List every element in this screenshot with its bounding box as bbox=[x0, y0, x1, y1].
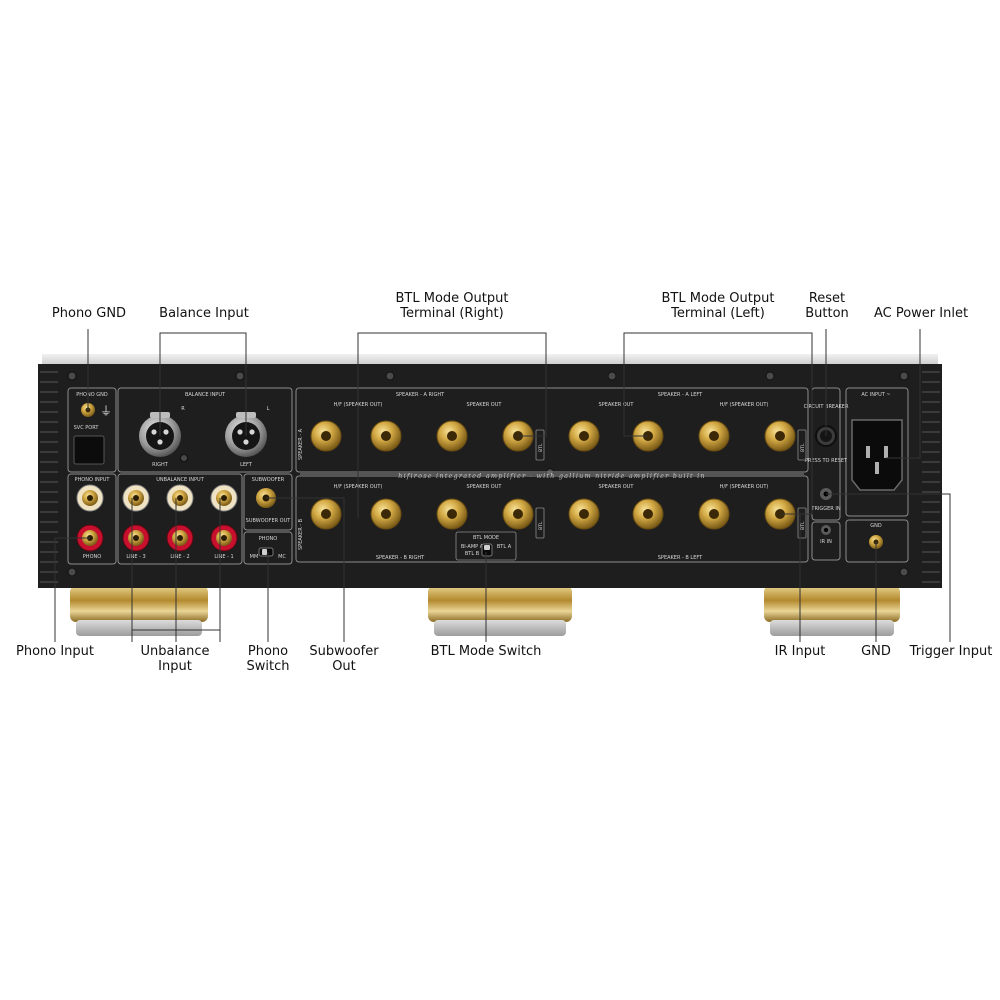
leader-lines bbox=[54, 329, 951, 642]
speaker-b-left-minus-post[interactable] bbox=[568, 498, 600, 530]
speaker-a-left-minus-post[interactable] bbox=[568, 420, 600, 452]
callout-btl-left: BTL Mode Output Terminal (Left) bbox=[661, 291, 775, 321]
panel-mc-label: MC bbox=[278, 554, 286, 560]
speaker-a-right-hf-plus-post[interactable] bbox=[370, 420, 402, 452]
ir-input-jack[interactable] bbox=[821, 525, 831, 535]
callout-phono-switch: Phono Switch bbox=[246, 644, 290, 674]
btl-tag-a-right: BTL bbox=[538, 443, 544, 452]
panel-speaker-a-side-label: SPEAKER - A bbox=[298, 428, 304, 460]
panel-phono-input-label: PHONO INPUT bbox=[75, 477, 111, 483]
panel-line1-label: LINE - 1 bbox=[214, 554, 233, 560]
speaker-a-left-hf-plus-post[interactable] bbox=[764, 420, 796, 452]
callout-btl-mode-switch: BTL Mode Switch bbox=[430, 644, 542, 659]
panel-subwoofer-out-label: SUBWOOFER OUT bbox=[246, 518, 292, 524]
callout-unbalance-input: Unbalance Input bbox=[140, 644, 210, 674]
ground-icon: ⏚ bbox=[100, 404, 112, 418]
callout-balance-input: Balance Input bbox=[159, 306, 249, 321]
panel-tagline: hifirose integrated amplifier - with gal… bbox=[398, 472, 706, 480]
btl-tag-b-right: BTL bbox=[538, 521, 544, 530]
callout-phono-gnd: Phono GND bbox=[51, 306, 127, 321]
panel-hf-out-b-left: H/F (SPEAKER OUT) bbox=[720, 484, 769, 490]
panel-mm-label: MM bbox=[250, 554, 259, 560]
callout-ac-power-inlet: AC Power Inlet bbox=[873, 306, 969, 321]
svc-port[interactable] bbox=[73, 435, 105, 465]
chassis-top-edge bbox=[42, 354, 938, 366]
panel-speaker-b-left: SPEAKER - B LEFT bbox=[658, 555, 703, 561]
line2-left-rca[interactable] bbox=[166, 484, 194, 512]
speaker-a-right-hf-minus-post[interactable] bbox=[310, 420, 342, 452]
panel-phono-label: PHONO bbox=[83, 554, 101, 560]
panel-speaker-b-side-label: SPEAKER - B bbox=[298, 518, 304, 550]
panel-unbalance-input-label: UNBALANCE INPUT bbox=[156, 477, 204, 483]
speaker-b-right-hf-minus-post[interactable] bbox=[310, 498, 342, 530]
btl-tag-b-left: BTL bbox=[800, 521, 806, 530]
cooling-fins-right bbox=[922, 371, 940, 583]
panel-bi-amp-label: BI-AMP A bbox=[461, 544, 484, 550]
panel-balance-input-label: BALANCE INPUT bbox=[185, 392, 226, 398]
phono-mm-mc-switch[interactable] bbox=[258, 547, 274, 557]
callout-reset-button: Reset Button bbox=[805, 291, 849, 321]
feet bbox=[70, 586, 900, 636]
phono-input-left-rca[interactable] bbox=[76, 484, 104, 512]
panel-right-label: RIGHT bbox=[152, 462, 169, 468]
speaker-b-right-plus-post[interactable] bbox=[502, 498, 534, 530]
callout-phono-input: Phono Input bbox=[15, 644, 95, 659]
callout-ir-input: IR Input bbox=[774, 644, 826, 659]
speaker-a-left-hf-minus-post[interactable] bbox=[698, 420, 730, 452]
panel-ir-in-label: IR IN bbox=[820, 539, 832, 545]
panel-speaker-a-right: SPEAKER - A RIGHT bbox=[396, 392, 445, 398]
panel-svc-port-label: SVC PORT bbox=[74, 425, 100, 431]
speaker-b-left-plus-post[interactable] bbox=[632, 498, 664, 530]
line2-right-rca[interactable] bbox=[166, 524, 194, 552]
panel-press-to-reset-label: PRESS TO RESET bbox=[805, 458, 848, 464]
panel-trigger-in-label: TRIGGER IN bbox=[810, 506, 840, 512]
panel-speaker-out-b-left: SPEAKER OUT bbox=[599, 484, 635, 490]
panel-phono-switch-label: PHONO bbox=[259, 536, 277, 542]
ac-power-inlet[interactable] bbox=[851, 419, 903, 491]
line3-right-rca[interactable] bbox=[122, 524, 150, 552]
callout-trigger-input: Trigger Input bbox=[909, 644, 993, 659]
callout-gnd: GND bbox=[861, 644, 891, 659]
callout-btl-right: BTL Mode Output Terminal (Right) bbox=[395, 291, 509, 321]
panel-speaker-b-right: SPEAKER - B RIGHT bbox=[376, 555, 425, 561]
panel-ac-input-label: AC INPUT ~ bbox=[861, 392, 890, 398]
panel-speaker-out-a-left: SPEAKER OUT bbox=[599, 402, 635, 408]
panel-xlr-left-ch: L bbox=[267, 406, 270, 412]
panel-hf-out-a-left: H/F (SPEAKER OUT) bbox=[720, 402, 769, 408]
btl-tag-a-left: BTL bbox=[800, 443, 806, 452]
panel-gnd-label: GND bbox=[870, 523, 882, 529]
panel-btl-a-label: BTL A bbox=[497, 544, 512, 550]
callout-subwoofer-out: Subwoofer Out bbox=[309, 644, 379, 674]
foot-right bbox=[764, 586, 900, 636]
panel-xlr-right-ch: R bbox=[181, 406, 185, 412]
foot-left bbox=[70, 586, 208, 636]
foot-center bbox=[428, 586, 572, 636]
speaker-a-right-minus-post[interactable] bbox=[436, 420, 468, 452]
speaker-b-right-hf-plus-post[interactable] bbox=[370, 498, 402, 530]
speaker-b-right-minus-post[interactable] bbox=[436, 498, 468, 530]
section-outlines bbox=[67, 387, 909, 565]
btl-mode-switch[interactable] bbox=[481, 543, 493, 557]
panel-speaker-out-a-right: SPEAKER OUT bbox=[467, 402, 503, 408]
panel-phono-gnd-label: PHONO GND bbox=[76, 392, 108, 398]
panel-line2-label: LINE - 2 bbox=[170, 554, 189, 560]
panel-line3-label: LINE - 3 bbox=[126, 554, 145, 560]
panel-left-label: LEFT bbox=[240, 462, 253, 468]
panel-speaker-out-b-right: SPEAKER OUT bbox=[467, 484, 503, 490]
line1-right-rca[interactable] bbox=[210, 524, 238, 552]
panel-speaker-a-left: SPEAKER - A LEFT bbox=[658, 392, 703, 398]
btl-tags bbox=[535, 429, 807, 539]
speaker-b-left-hf-minus-post[interactable] bbox=[698, 498, 730, 530]
panel-btl-mode-label: BTL MODE bbox=[473, 535, 499, 541]
panel-subwoofer-label: SUBWOOFER bbox=[252, 477, 285, 483]
panel-btl-b-label: BTL B bbox=[465, 551, 480, 557]
line1-left-rca[interactable] bbox=[210, 484, 238, 512]
line3-left-rca[interactable] bbox=[122, 484, 150, 512]
